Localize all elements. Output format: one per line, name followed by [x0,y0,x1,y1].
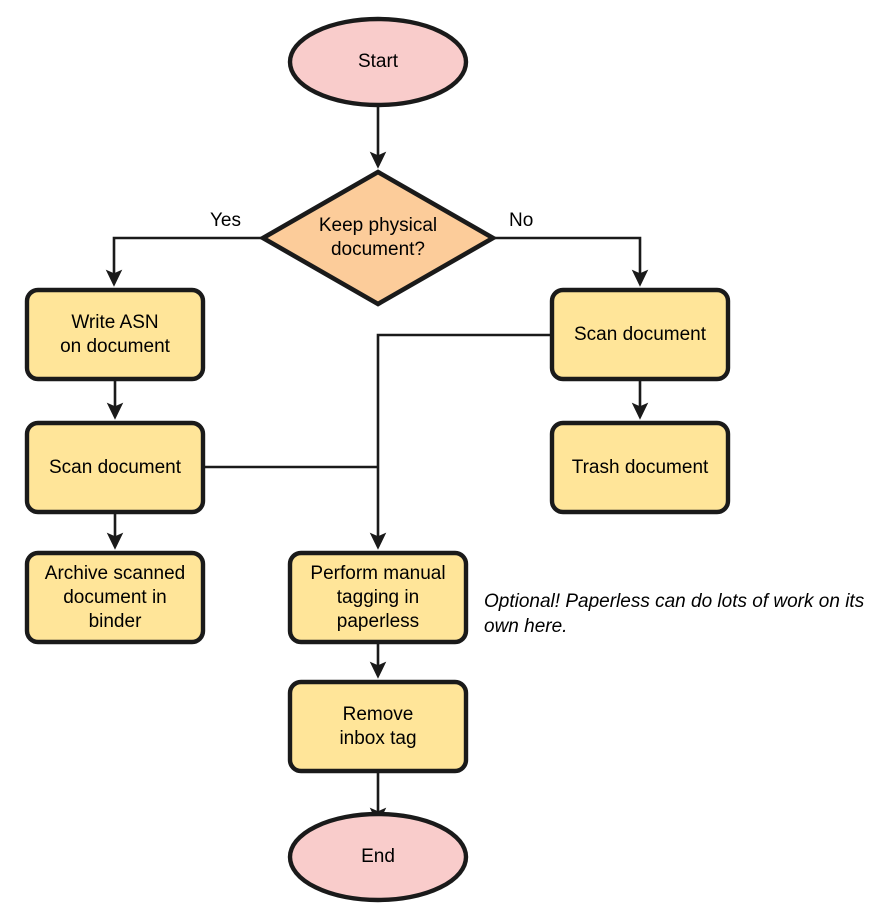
node-remove-inbox-tag-hit[interactable] [290,682,466,771]
node-trash-document[interactable] [549,420,731,515]
node-trash-document-hit[interactable] [552,423,728,512]
node-archive-in-binder[interactable] [24,550,206,645]
node-scan-document-right[interactable] [549,287,731,382]
node-start-hit[interactable] [289,18,467,106]
edge-decision-no [493,236,649,287]
node-scan-document-left[interactable] [24,420,206,515]
node-keep-physical-document[interactable] [258,169,498,307]
node-manual-tagging[interactable] [287,550,469,645]
node-remove-inbox-tag[interactable] [287,679,469,774]
edge-decision-yes [105,236,263,287]
edge-scan-right-to-tagging [369,333,552,550]
node-scan-document-right-hit[interactable] [552,290,728,379]
edge-label-no: No [509,210,534,231]
node-start[interactable] [287,16,469,108]
node-archive-in-binder-hit[interactable] [27,553,203,642]
edge-label-yes: Yes [210,210,241,231]
node-manual-tagging-hit[interactable] [290,553,466,642]
node-end-hit[interactable] [289,813,467,901]
node-write-asn[interactable] [24,287,206,382]
node-write-asn-hit[interactable] [27,290,203,379]
node-end[interactable] [287,811,469,903]
node-scan-document-left-hit[interactable] [27,423,203,512]
optional-note: Optional! Paperless can do lots of work … [484,591,865,637]
node-keep-physical-document-hit[interactable] [263,172,493,304]
